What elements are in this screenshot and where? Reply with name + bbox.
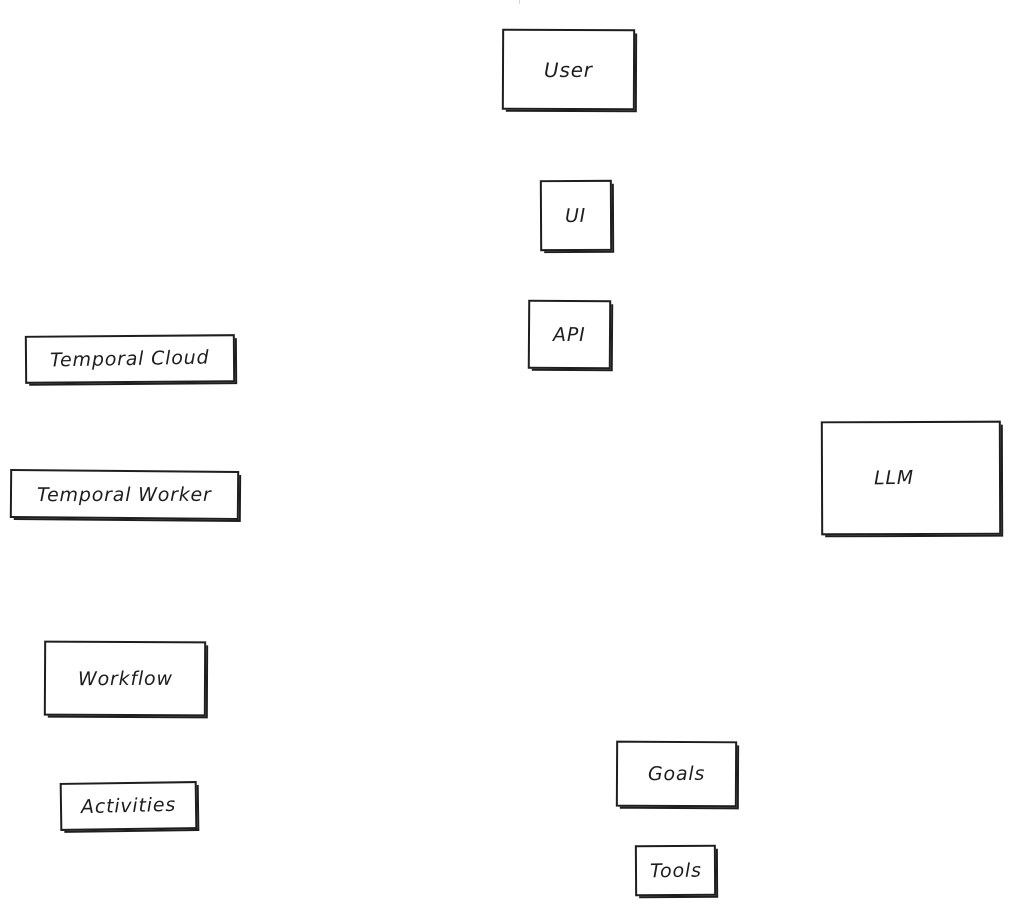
node-label-api: API (553, 323, 586, 346)
node-label-activities: Activities (80, 793, 177, 819)
node-temporal-cloud[interactable]: Temporal Cloud (24, 334, 236, 384)
node-label-temporal-cloud: Temporal Cloud (50, 346, 210, 372)
node-api[interactable]: API (527, 299, 612, 370)
node-label-tools: Tools (649, 859, 702, 882)
node-goals[interactable]: Goals (615, 740, 738, 808)
node-label-ui: UI (565, 204, 587, 227)
node-tools[interactable]: Tools (634, 844, 717, 897)
node-label-workflow: Workflow (77, 667, 173, 690)
node-label-temporal-worker: Temporal Worker (37, 483, 212, 506)
node-label-user: User (544, 57, 593, 82)
node-label-goals: Goals (647, 762, 706, 786)
clipped-header-text: · · · · · · · · · · | · · · · · · · (0, 0, 1015, 4)
node-activities[interactable]: Activities (59, 781, 198, 831)
node-workflow[interactable]: Workflow (43, 640, 207, 717)
node-llm[interactable]: LLM (820, 420, 1002, 536)
node-label-llm: LLM (873, 466, 915, 490)
node-ui[interactable]: UI (539, 179, 613, 252)
node-user[interactable]: User (501, 28, 636, 111)
node-temporal-worker[interactable]: Temporal Worker (9, 469, 240, 520)
